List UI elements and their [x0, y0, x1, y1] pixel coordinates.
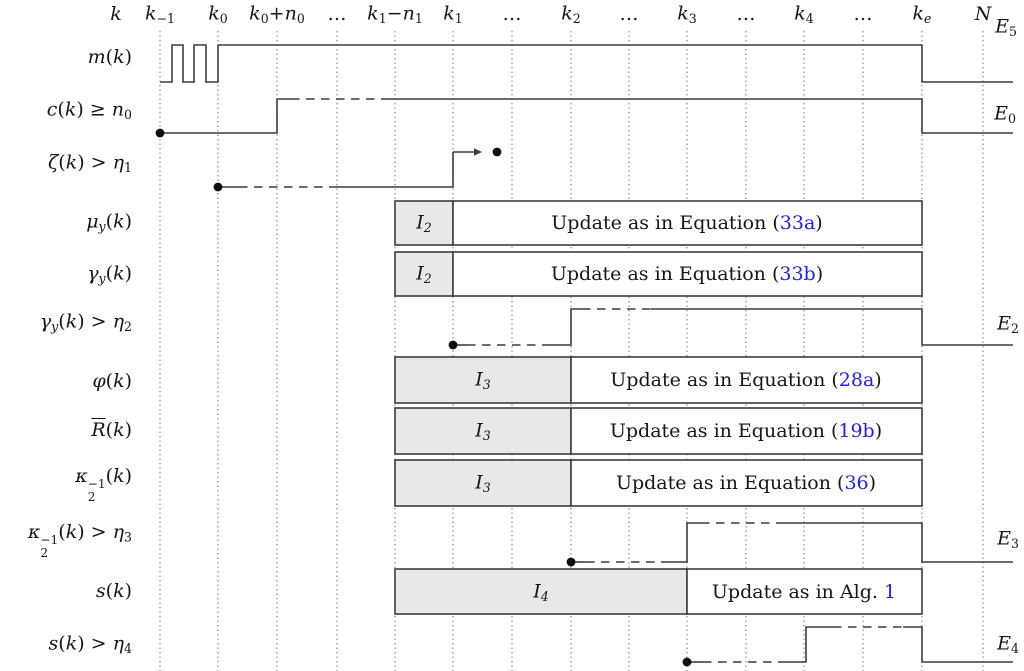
init-interval-box-s: [394, 568, 688, 615]
init-interval-box-gamma_y: [394, 251, 454, 297]
event-dot-zeta_gt_eta1: [492, 147, 502, 157]
signal-segment-m: [160, 44, 1013, 83]
update-box-mu_y: [452, 200, 923, 246]
event-dot-c_ge_n0: [155, 128, 165, 138]
update-box-varphi: [570, 356, 923, 404]
event-dot-gamma_y_gt_eta2: [448, 340, 458, 350]
signal-segment-gamma_y_gt_eta2: [651, 308, 1013, 346]
signal-segment-zeta_gt_eta1: [331, 152, 454, 188]
update-box-gamma_y: [452, 251, 923, 297]
arrow-head-icon: [474, 148, 482, 156]
signal-segment-c_ge_n0: [383, 98, 1013, 134]
signal-segment-kappa2inv_gt_eta3: [776, 522, 1013, 563]
init-interval-box-Rbar: [394, 407, 572, 455]
event-dot-zeta_gt_eta1: [213, 182, 223, 192]
signal-segment-gamma_y_gt_eta2: [544, 308, 582, 346]
update-box-s: [686, 568, 923, 615]
signal-segment-c_ge_n0: [160, 98, 291, 134]
signal-segment-s_gt_eta4: [903, 626, 1013, 663]
init-interval-box-varphi: [394, 356, 572, 404]
signal-segment-s_gt_eta4: [779, 626, 833, 663]
event-dot-kappa2inv_gt_eta3: [566, 557, 576, 567]
init-interval-box-mu_y: [394, 200, 454, 246]
update-box-Rbar: [570, 407, 923, 455]
update-box-kappa2inv: [570, 459, 923, 507]
event-dot-s_gt_eta4: [682, 657, 692, 667]
signal-segment-kappa2inv_gt_eta3: [661, 522, 701, 563]
init-interval-box-kappa2inv: [394, 459, 572, 507]
